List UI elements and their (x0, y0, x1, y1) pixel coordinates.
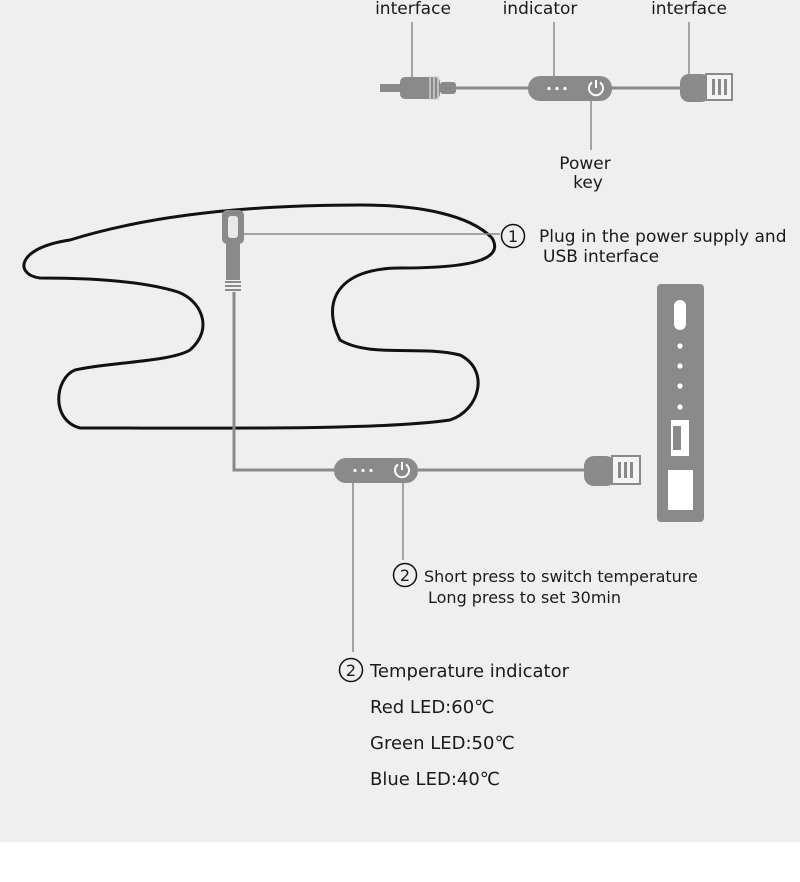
top-cable-overview: interface indicator interface Power key (375, 0, 733, 193)
step2-indicator-callout: 2 Temperature indicator Red LED:60℃ Gree… (338, 657, 570, 790)
step1-badge (500, 223, 526, 249)
step2-switch-callout: 2 Short press to switch temperature Long… (392, 562, 698, 607)
dc-plug-icon (380, 76, 456, 100)
middle-control-box-icon (334, 458, 418, 483)
step1-callout: 1 Plug in the power supply and USB inter… (500, 223, 786, 267)
usb-plug-icon (680, 73, 733, 102)
red-led-label: Red LED:60℃ (370, 697, 494, 718)
label-right-interface: interface (651, 0, 727, 19)
step2-indicator-badge (338, 657, 364, 683)
pad-cable-assembly (222, 210, 641, 652)
temperature-indicator-title: Temperature indicator (369, 661, 570, 682)
control-box-icon (528, 76, 612, 101)
middle-usb-plug-icon (584, 455, 641, 486)
step1-number: 1 (508, 227, 518, 246)
middle-power-button-icon (394, 462, 410, 479)
step2-switch-line1: Short press to switch temperature (424, 567, 698, 586)
step1-line1: Plug in the power supply and (539, 227, 786, 247)
green-led-label: Green LED:50℃ (370, 733, 515, 754)
power-button-icon (588, 80, 604, 97)
step2-switch-badge (392, 562, 418, 588)
blue-led-label: Blue LED:40℃ (370, 769, 500, 790)
label-indicator: indicator (503, 0, 578, 19)
label-power-key-line2: key (573, 173, 603, 193)
step2-indicator-number: 2 (346, 661, 356, 680)
pad-dc-connector-icon (222, 210, 244, 291)
heating-pad-outline (22, 203, 497, 430)
step1-line2: USB interface (543, 247, 659, 267)
pad-cable (232, 292, 336, 472)
label-left-interface: interface (375, 0, 451, 19)
step2-switch-line2: Long press to set 30min (428, 588, 621, 607)
power-bank-icon (657, 284, 704, 522)
step2-switch-number: 2 (400, 566, 410, 585)
label-power-key-line1: Power (559, 154, 610, 174)
